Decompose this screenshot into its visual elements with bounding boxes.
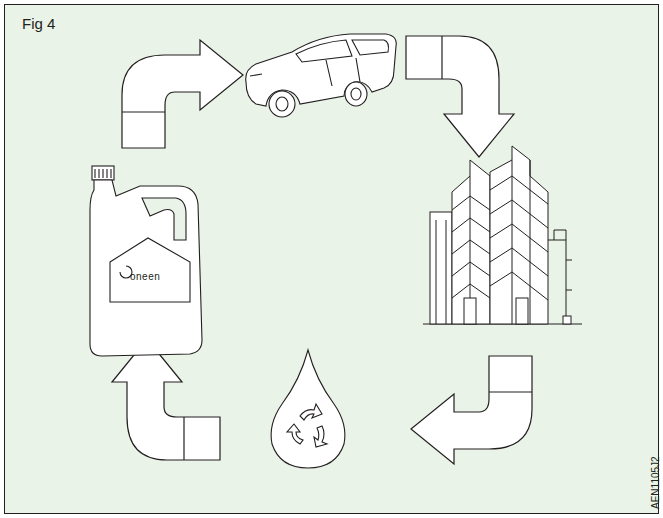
- figure-title: Fig 4: [22, 16, 55, 33]
- refinery-building: [423, 146, 582, 324]
- car-illustration: [246, 34, 397, 117]
- container-brand: oneen: [130, 271, 160, 282]
- oil-container: [90, 166, 202, 356]
- figure-code: AEN1105J2: [650, 456, 661, 509]
- recycled-oil-drop: [271, 350, 345, 468]
- frame: [5, 5, 659, 514]
